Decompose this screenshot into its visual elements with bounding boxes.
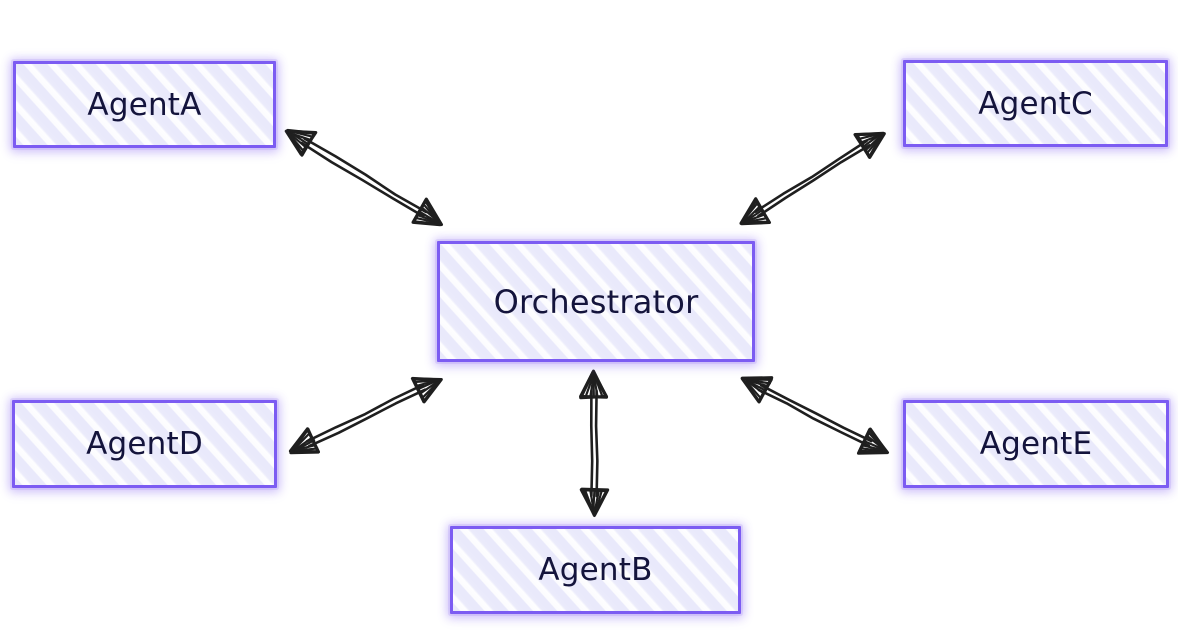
node-label-orchestrator: Orchestrator: [493, 282, 699, 321]
edge-orchestrator-agentE: [740, 376, 890, 455]
edge-orchestrator-agentA: [284, 128, 443, 227]
node-label-agent-a: AgentA: [87, 86, 202, 123]
node-agent-d[interactable]: AgentD: [12, 400, 277, 488]
node-agent-b[interactable]: AgentB: [450, 526, 741, 614]
edge-orchestrator-agentD: [288, 376, 443, 455]
node-label-agent-d: AgentD: [86, 426, 203, 462]
edge-orchestrator-agentB: [579, 369, 610, 518]
node-label-agent-c: AgentC: [978, 85, 1093, 122]
node-orchestrator[interactable]: Orchestrator: [437, 241, 755, 362]
node-agent-e[interactable]: AgentE: [903, 400, 1169, 488]
node-label-agent-b: AgentB: [538, 552, 653, 588]
node-agent-c[interactable]: AgentC: [903, 60, 1168, 147]
edge-orchestrator-agentC: [739, 131, 886, 226]
node-label-agent-e: AgentE: [979, 426, 1093, 462]
node-agent-a[interactable]: AgentA: [13, 61, 276, 148]
